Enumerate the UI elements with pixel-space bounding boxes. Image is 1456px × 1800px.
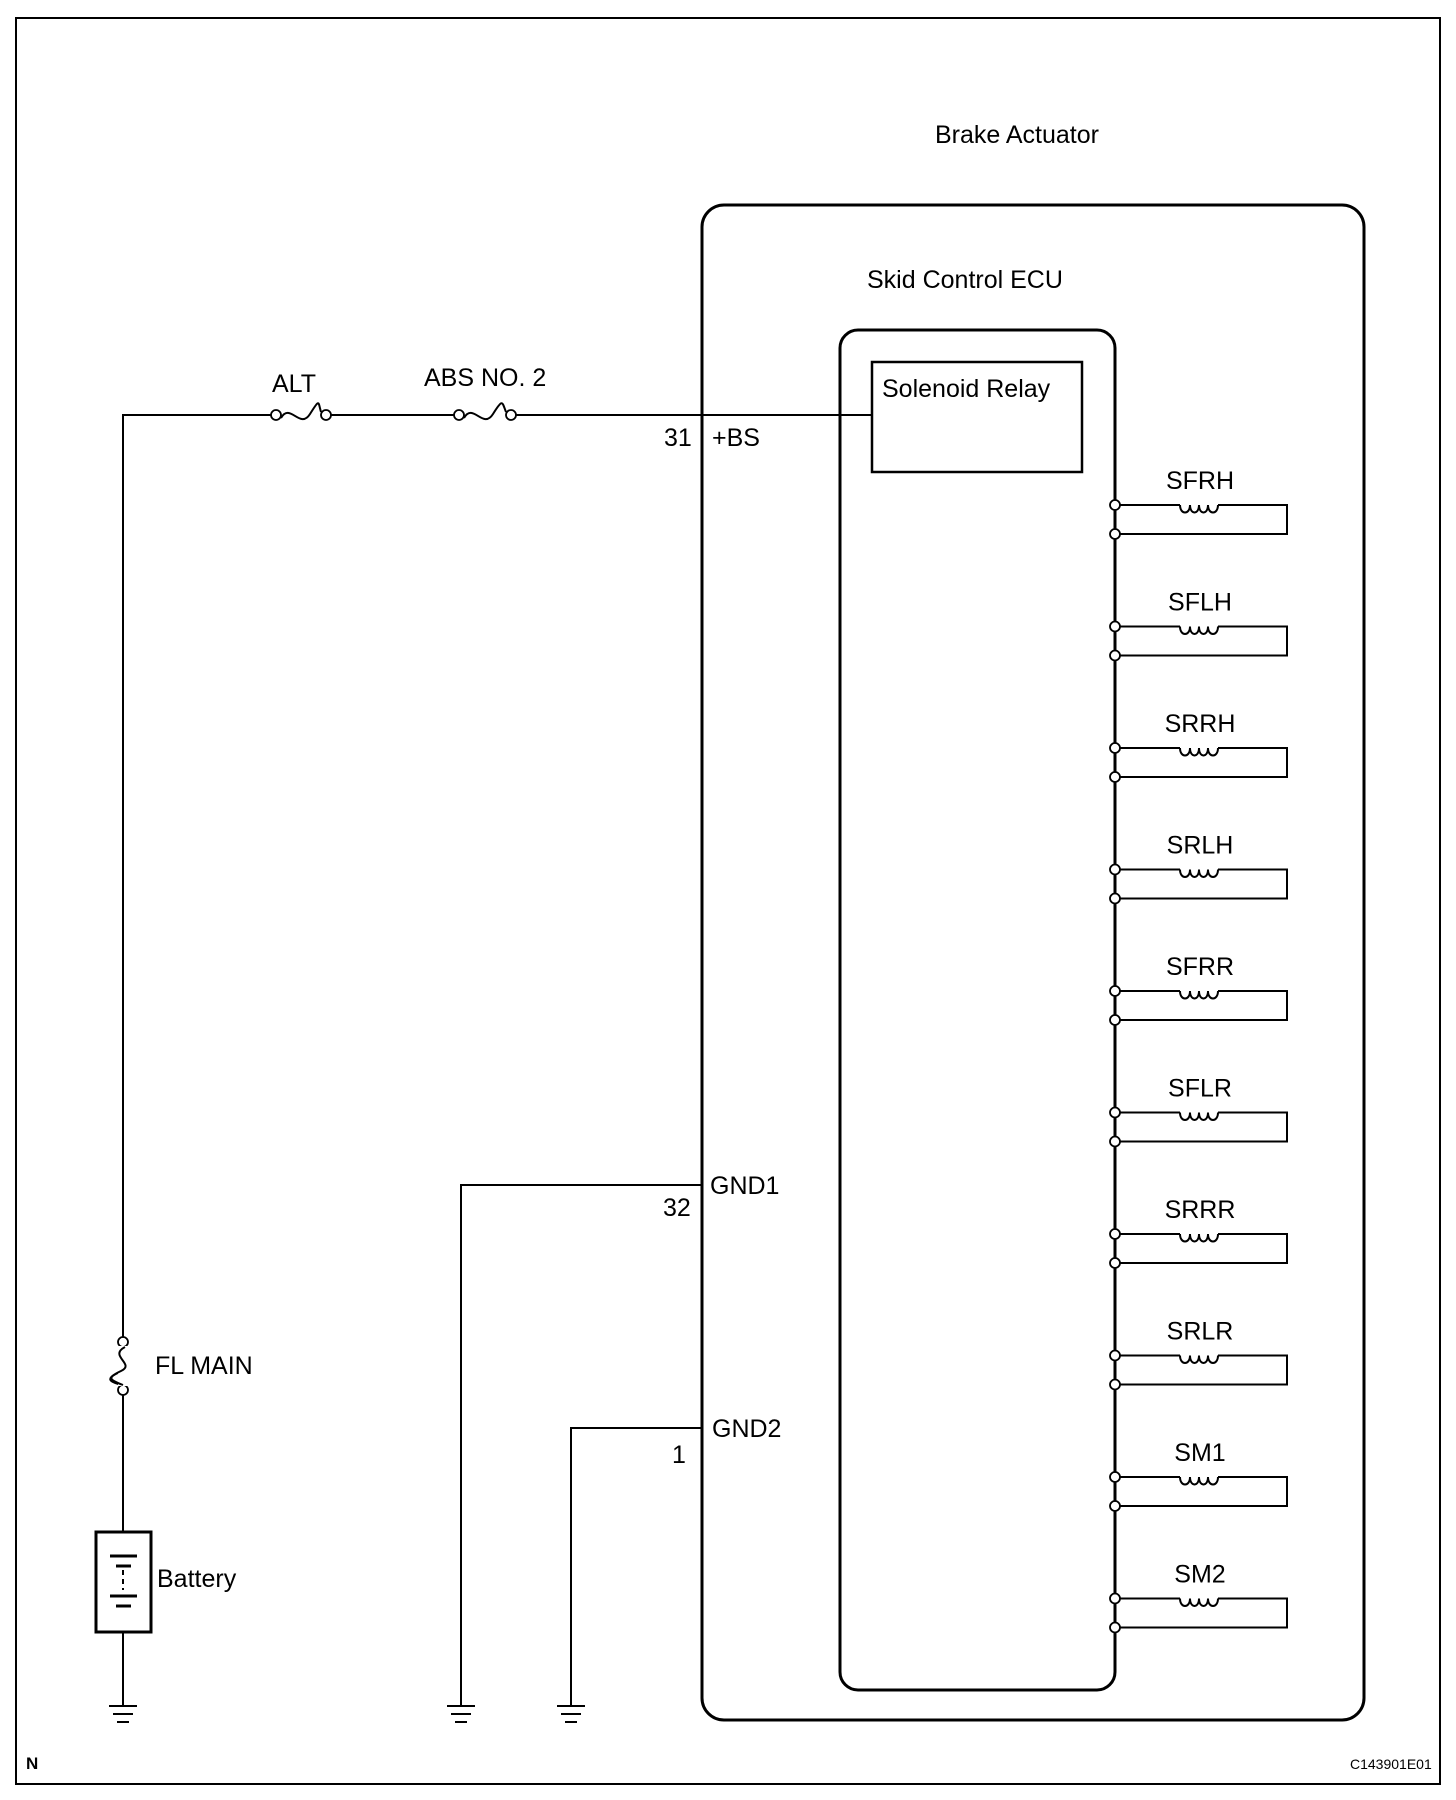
terminal-icon	[1109, 528, 1121, 540]
terminal-icon	[1109, 1349, 1121, 1362]
coil-icon	[1179, 1476, 1219, 1486]
gnd1-wire	[460, 1184, 702, 1706]
terminal-icon	[1109, 1257, 1121, 1269]
solenoid-srrr: SRRR	[1109, 1196, 1288, 1269]
coil-icon	[1179, 1355, 1219, 1364]
solenoid-sfrr: SFRR	[1109, 953, 1288, 1026]
terminal-icon	[1109, 1378, 1121, 1391]
abs-no2-fuse-icon	[453, 402, 517, 421]
terminal-icon	[1109, 499, 1121, 511]
terminal-icon	[1109, 620, 1121, 633]
pin-1-number: 1	[672, 1441, 686, 1469]
solenoid-sm1: SM1	[1109, 1439, 1288, 1512]
coil-icon	[1179, 626, 1219, 635]
pin-bs-name: +BS	[712, 424, 760, 452]
solenoid-relay-label: Solenoid Relay	[882, 375, 1051, 403]
coil-icon	[1179, 869, 1219, 878]
terminal-icon	[1109, 863, 1121, 876]
pin-32-number: 32	[663, 1194, 691, 1222]
solenoid-srrh: SRRH	[1109, 710, 1288, 783]
pin-31-number: 31	[664, 424, 692, 452]
solenoid-label: SM1	[1174, 1439, 1225, 1467]
terminal-icon	[1109, 1592, 1121, 1605]
diagram-code: C143901E01	[1350, 1756, 1432, 1772]
terminal-icon	[1109, 1471, 1121, 1483]
terminal-icon	[1109, 1500, 1121, 1512]
terminal-icon	[1109, 1621, 1121, 1634]
coil-icon	[1179, 990, 1219, 1000]
solenoid-label: SFLR	[1168, 1075, 1232, 1103]
coil-icon	[1179, 1112, 1219, 1121]
alt-fuse-label: ALT	[272, 370, 316, 398]
solenoid-label: SRRR	[1165, 1196, 1236, 1224]
solenoid-sflh: SFLH	[1109, 589, 1288, 662]
solenoid-srlr: SRLR	[1109, 1318, 1288, 1391]
coil-icon	[1179, 504, 1219, 514]
terminal-icon	[1109, 892, 1121, 905]
coil-icon	[1179, 747, 1219, 757]
corner-code-left: N	[26, 1754, 38, 1773]
battery-label: Battery	[157, 1565, 237, 1593]
solenoid-sflr: SFLR	[1109, 1075, 1288, 1148]
alt-fuse-icon	[270, 402, 332, 421]
gnd2-wire	[570, 1427, 702, 1706]
skid-control-ecu-box	[838, 328, 1117, 1692]
brake-actuator-box	[700, 203, 1366, 1722]
solenoid-label: SFLH	[1168, 589, 1232, 617]
terminal-icon	[1109, 649, 1121, 662]
terminal-icon	[1109, 985, 1121, 997]
terminal-icon	[1109, 1228, 1121, 1240]
brake-actuator-title: Brake Actuator	[935, 121, 1099, 149]
solenoid-sfrh: SFRH	[1109, 467, 1288, 540]
ground-icon	[557, 1705, 585, 1723]
battery-feed-wire	[122, 414, 273, 1338]
terminal-icon	[1109, 742, 1121, 754]
coil-icon	[1179, 1598, 1219, 1607]
skid-control-ecu-title: Skid Control ECU	[867, 266, 1063, 294]
pin-gnd1-name: GND1	[710, 1172, 779, 1200]
battery-icon	[94, 1530, 153, 1634]
fl-main-fuse-label: FL MAIN	[155, 1352, 253, 1380]
terminal-icon	[1109, 1106, 1121, 1119]
terminal-icon	[1109, 1135, 1121, 1148]
solenoid-label: SFRH	[1166, 467, 1234, 495]
solenoid-relay-box	[870, 360, 1084, 474]
terminal-icon	[1109, 1014, 1121, 1026]
ground-icon	[109, 1705, 137, 1723]
solenoid-label: SM2	[1174, 1561, 1225, 1589]
solenoid-label: SRLR	[1167, 1318, 1234, 1346]
ground-icon	[447, 1705, 475, 1723]
solenoid-label: SFRR	[1166, 953, 1234, 981]
diagram-frame	[15, 17, 1441, 1785]
solenoid-srlh: SRLH	[1109, 832, 1288, 905]
coil-icon	[1179, 1233, 1219, 1243]
terminal-icon	[1109, 771, 1121, 783]
solenoid-sm2: SM2	[1109, 1561, 1288, 1634]
pin-gnd2-name: GND2	[712, 1415, 781, 1443]
solenoid-label: SRRH	[1165, 710, 1236, 738]
solenoid-label: SRLH	[1167, 832, 1234, 860]
abs-no2-fuse-label: ABS NO. 2	[424, 364, 546, 392]
